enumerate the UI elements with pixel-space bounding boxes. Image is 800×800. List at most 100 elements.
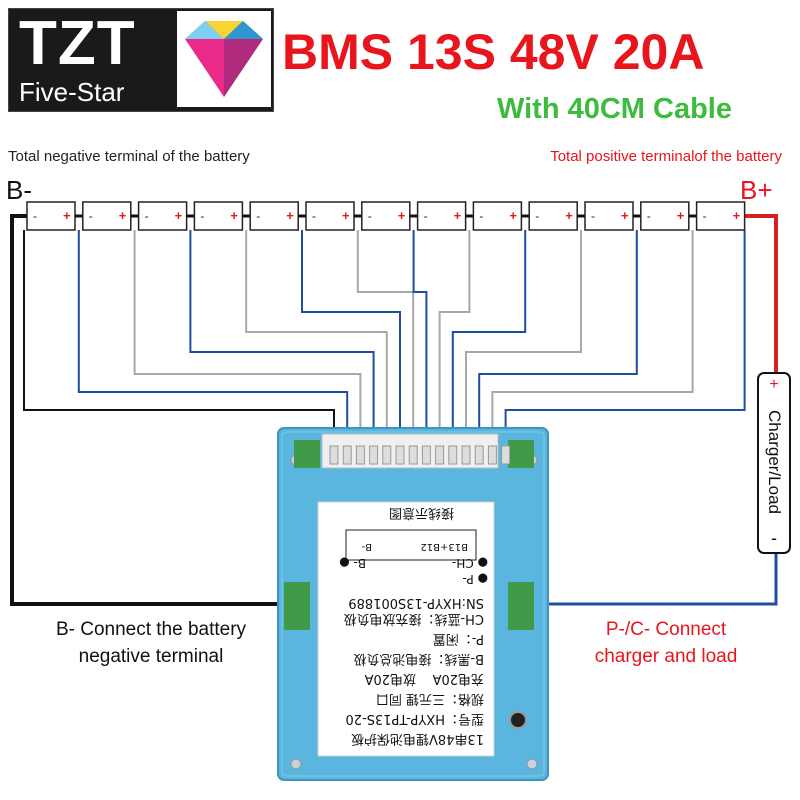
battery-cell [26,201,76,231]
connector-pin [487,445,497,465]
board-pad-p: ● P- [462,572,488,586]
cell-positive-mark: + [733,208,741,223]
cell-positive-mark: + [621,208,629,223]
cell-positive-mark: + [230,208,238,223]
connector-pin [369,445,379,465]
cell-negative-mark: - [145,209,149,223]
board-diagram-title: 接线示意图 [388,505,454,520]
page-subtitle: With 40CM Cable [497,93,732,125]
sense-wire [438,230,471,446]
board-line-6: 型号：HXYP-TP13S-20 [345,711,484,726]
connector-pin [448,445,458,465]
sense-wire [465,230,582,446]
logo-subtitle: Five-Star [19,77,125,107]
battery-cell [528,201,578,231]
sense-wire [133,230,362,446]
battery-cell [695,201,746,231]
sense-wire [478,230,638,446]
brand-logo: TZT Five-Star [8,8,274,112]
pc-minus-description: P-/C- Connect charger and load [566,616,766,670]
battery-cell [82,201,132,231]
battery-cell [305,201,355,231]
cell-negative-mark: - [89,209,93,223]
cell-positive-mark: + [175,208,183,223]
sense-wire [245,230,388,446]
page-title: BMS 13S 48V 20A [282,24,705,80]
board-pin-b13: B13+B12 [420,541,468,552]
connector-pin [435,445,445,465]
sense-wire [412,230,428,446]
connector-pin [329,445,339,465]
charger-minus-sign: - [771,528,777,548]
connector-pin [501,445,511,465]
charger-plus-sign: + [769,376,779,393]
cell-positive-mark: + [119,208,127,223]
battery-cell [249,201,299,231]
connector-pin [382,445,392,465]
connector-pin [474,445,484,465]
board-line-2: P-：闲置 [432,631,484,646]
connector-pin [355,445,365,465]
b-minus-terminal-label: B- [6,175,32,205]
board-line-3: B-黑线：接电池总负极 [353,651,484,666]
logo-brand-text: TZT [19,9,136,78]
sense-wire [356,230,415,446]
diamond-icon [177,11,271,107]
cell-negative-mark: - [591,209,595,223]
b-plus-main-wire [742,214,778,372]
cell-positive-mark: + [454,208,462,223]
sense-wire [77,230,349,446]
board-pad-b: B- ● [339,556,366,570]
pc-desc-line2: charger and load [594,646,738,667]
cell-negative-mark: - [479,209,483,223]
charger-load-box: + Charger/Load - [757,372,791,554]
cell-positive-mark: + [565,208,573,223]
bms-board [277,427,549,781]
b-minus-description: B- Connect the battery negative terminal [20,616,282,670]
sense-wire [451,230,527,446]
b-minus-desc-line2: negative terminal [78,646,224,667]
board-line-5: 规格：三元锂 同口 [375,691,484,706]
b-minus-main-wire [10,214,300,606]
sense-wire [491,230,694,446]
cell-positive-mark: + [509,208,517,223]
battery-cells: - + - + - + - + - + - + - + - + - + - + - + - + - + [26,201,746,231]
board-line-1: CH-蓝线：接充放电负极 [343,611,484,626]
board-pin-bminus: B- [361,541,372,552]
connector-pin [342,445,352,465]
cell-negative-mark: - [312,209,316,223]
connector-pin [408,445,418,465]
board-sticker: 13串48V锂电池保护板 型号：HXYP-TP13S-20 规格：三元锂 同口 … [318,502,494,756]
sense-wires [23,230,746,446]
cell-negative-mark: - [368,209,372,223]
battery-cell [361,201,411,231]
cell-positive-mark: + [342,208,350,223]
cell-negative-mark: - [256,209,260,223]
board-pad-ch: ● CH- [451,556,488,570]
cell-negative-mark: - [33,209,37,223]
connector-pin [461,445,471,465]
cell-negative-mark: - [200,209,204,223]
b-plus-terminal-label: B+ [740,175,773,205]
connector-pin [421,445,431,465]
board-line-4: 充电20A 放电20A [364,671,484,686]
cell-negative-mark: - [703,209,707,223]
sense-wire [504,230,746,446]
pc-desc-line1: P-/C- Connect [605,619,727,640]
cell-positive-mark: + [677,208,685,223]
cell-negative-mark: - [424,209,428,223]
battery-cell [472,201,523,231]
board-line-7: 13串48V锂电池保护板 [351,731,484,746]
cell-positive-mark: + [63,208,71,223]
cell-positive-mark: + [286,208,294,223]
b-minus-desc-line1: B- Connect the battery [55,619,247,640]
sense-wire [23,230,335,446]
board-serial: SN:HXYP-13S001889 [348,595,484,610]
positive-total-label: Total positive terminalof the battery [550,148,782,165]
charger-load-text: Charger/Load [765,410,784,514]
cell-negative-mark: - [647,209,651,223]
cell-positive-mark: + [398,208,406,223]
connector-pin [395,445,405,465]
cell-negative-mark: - [535,209,539,223]
